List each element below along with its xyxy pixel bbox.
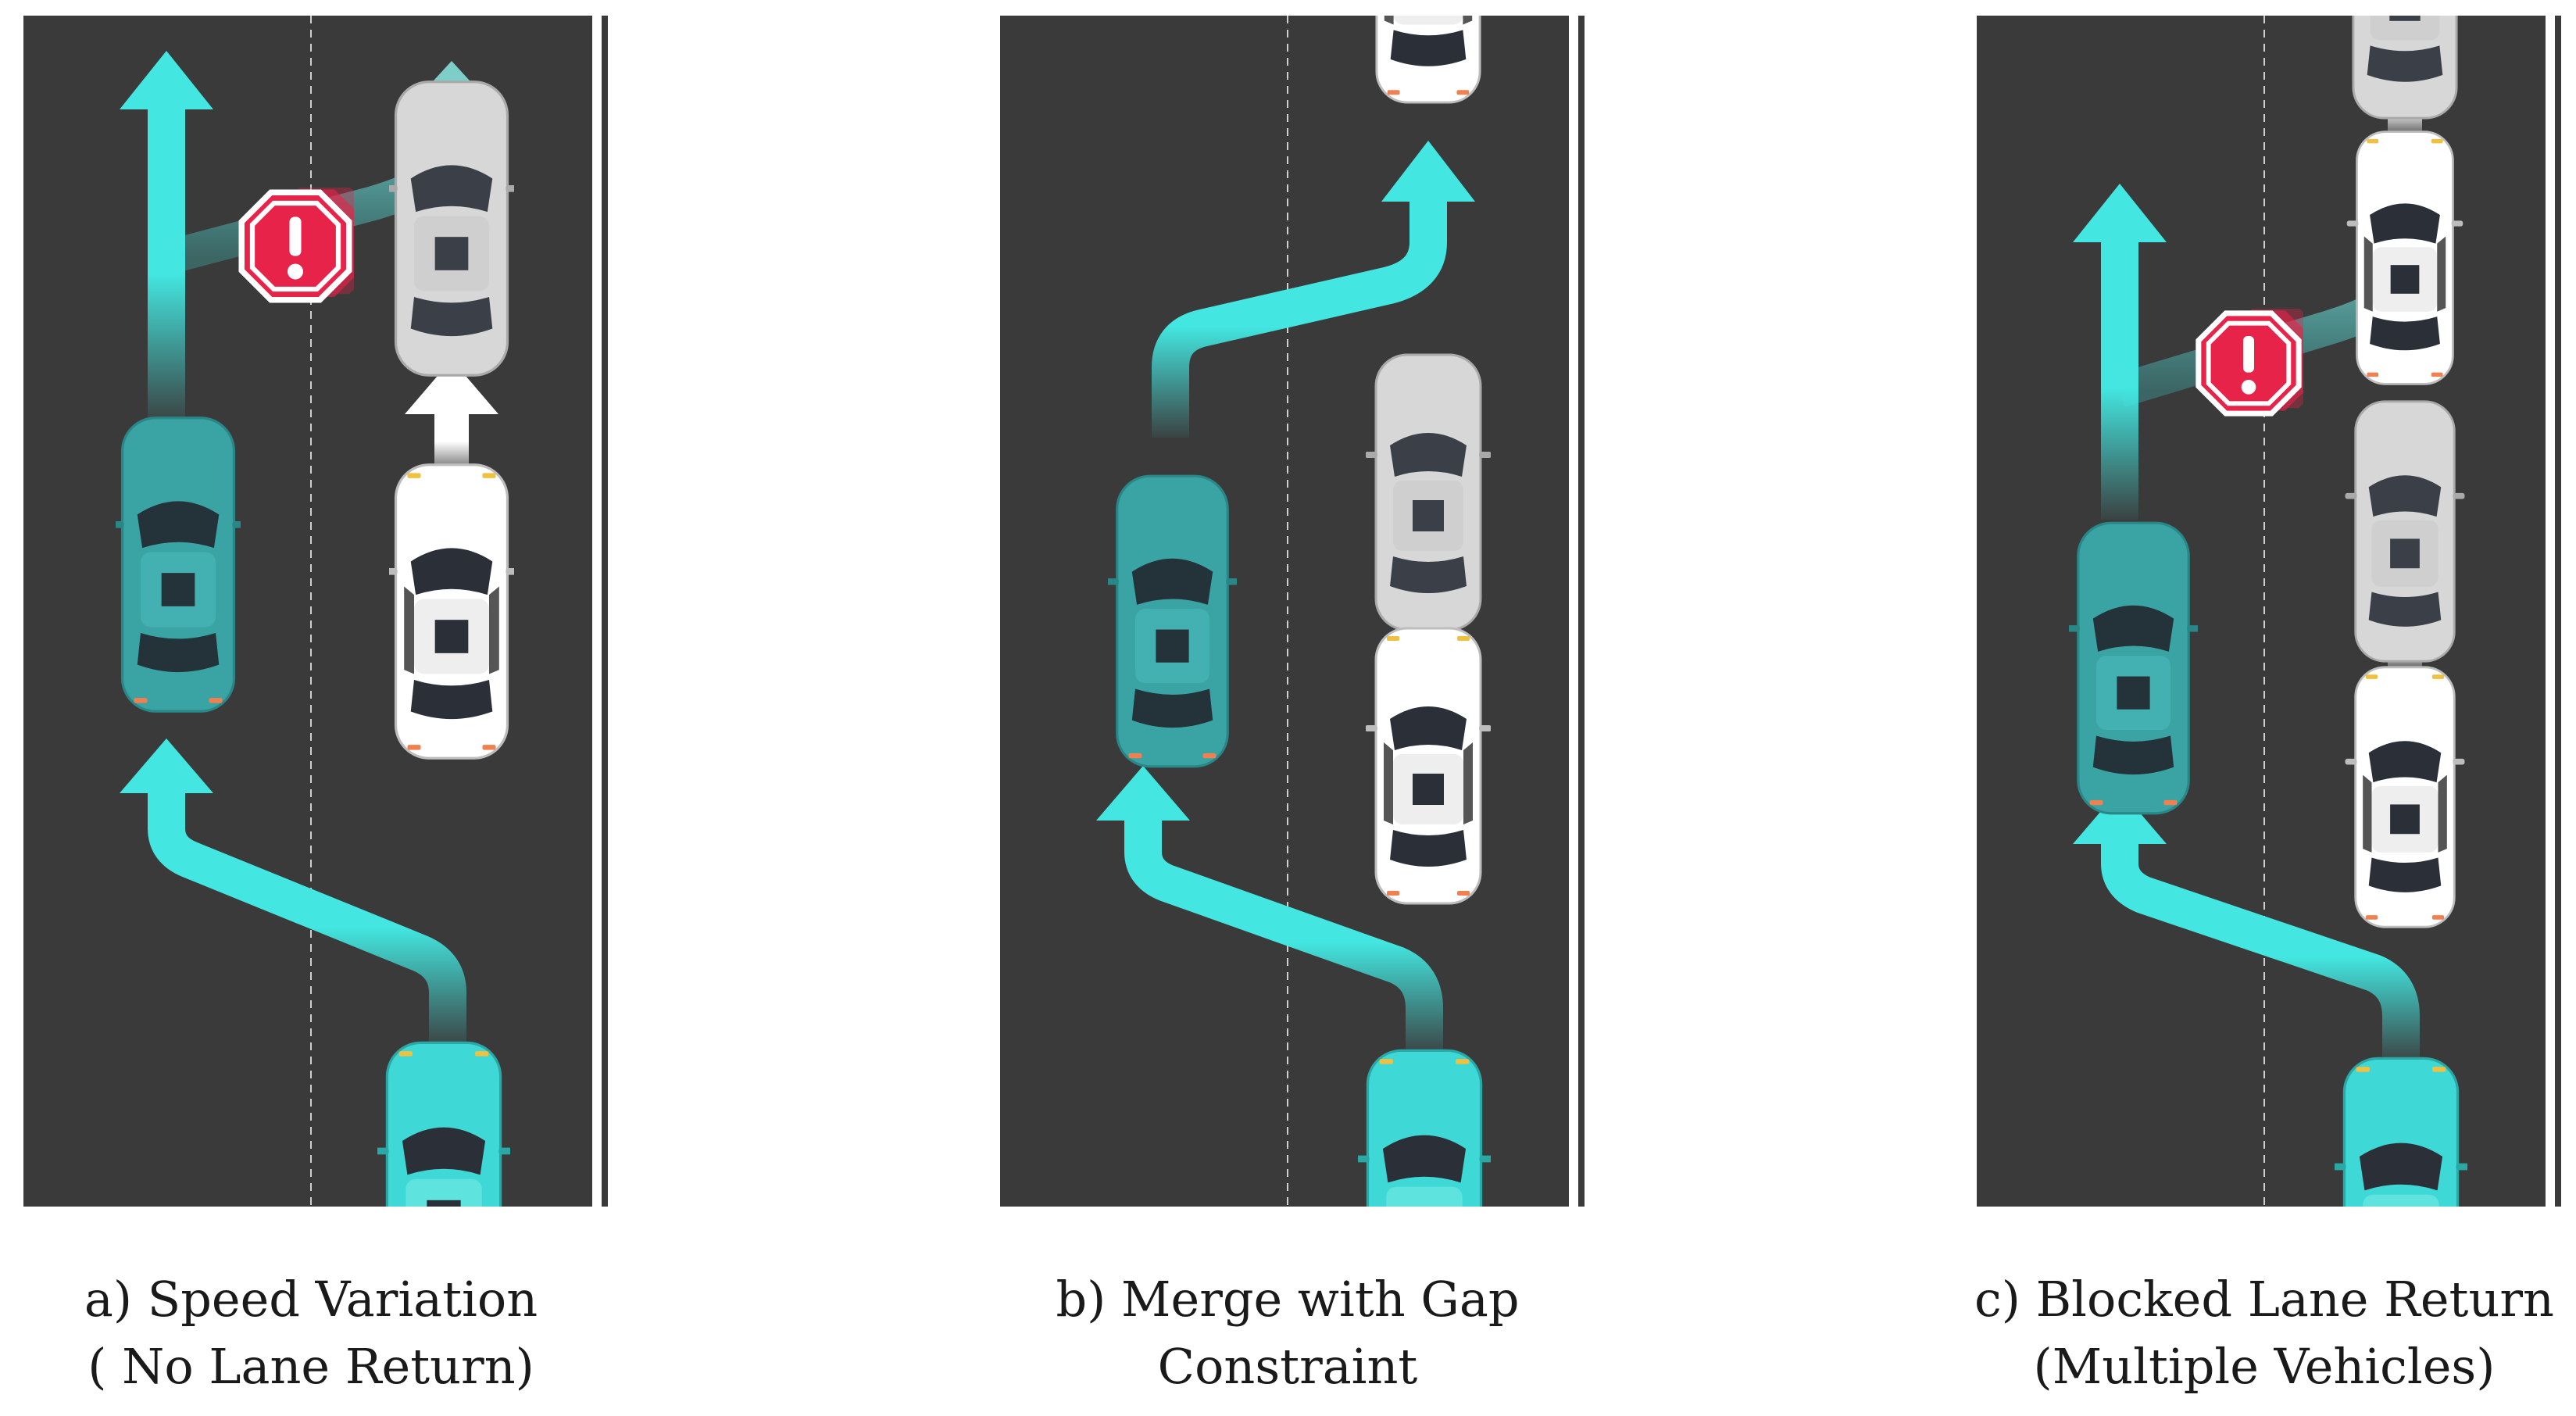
car-icon [377, 1041, 510, 1207]
speed-arrow-head [405, 359, 498, 414]
path-arrow-head [2073, 184, 2167, 242]
path-arrow-icon [2101, 828, 2420, 1063]
path-arrow-icon [1152, 191, 1447, 438]
panel-speed-variation: a) Speed Variation ( No Lane Return) [14, 0, 608, 1416]
car-icon [1366, 16, 1491, 104]
car-icon [2069, 521, 2198, 815]
car-icon [2346, 131, 2464, 385]
car-icon [2343, 400, 2467, 663]
caption-subtitle: ( No Lane Return) [88, 1338, 534, 1395]
car-icon [389, 80, 514, 377]
car-icon [389, 463, 514, 760]
caption-title: b) Merge with Gap Constraint [1056, 1271, 1520, 1395]
road-scene-c [1967, 16, 2561, 1207]
caption-subtitle: (Multiple Vehicles) [2033, 1338, 2496, 1395]
path-arrow-head [120, 51, 213, 109]
car-icon [1358, 1049, 1491, 1207]
caption-title: a) Speed Variation [84, 1271, 538, 1328]
car-icon [2342, 16, 2467, 120]
car-icon [2335, 1057, 2467, 1207]
lane-edge-left [14, 16, 23, 1207]
panel-blocked-lane-return: c) Blocked Lane Return (Multiple Vehicle… [1967, 0, 2561, 1416]
lane-edge-right [592, 16, 602, 1207]
lane-edge-right [2546, 16, 2555, 1207]
road-scene-b [991, 16, 1585, 1207]
path-arrow-icon [148, 781, 466, 1047]
car-icon [2343, 666, 2467, 928]
caption-title: c) Blocked Lane Return [1974, 1271, 2554, 1328]
car-icon [116, 417, 241, 713]
path-arrow-head [120, 738, 213, 793]
path-arrow-head [1096, 766, 1190, 821]
car-icon [1366, 627, 1491, 905]
road-scene-a [14, 16, 608, 1207]
car-icon [1366, 353, 1491, 631]
path-arrow-head [1381, 141, 1475, 202]
car-icon [1108, 474, 1237, 768]
path-arrow-icon [1124, 805, 1443, 1055]
panel-merge-gap-constraint: b) Merge with Gap Constraint [991, 0, 1585, 1416]
lane-edge-left [991, 16, 1000, 1207]
lane-edge-left [1967, 16, 1977, 1207]
lane-edge-right [1569, 16, 1578, 1207]
path-arrow-head [2073, 789, 2167, 844]
